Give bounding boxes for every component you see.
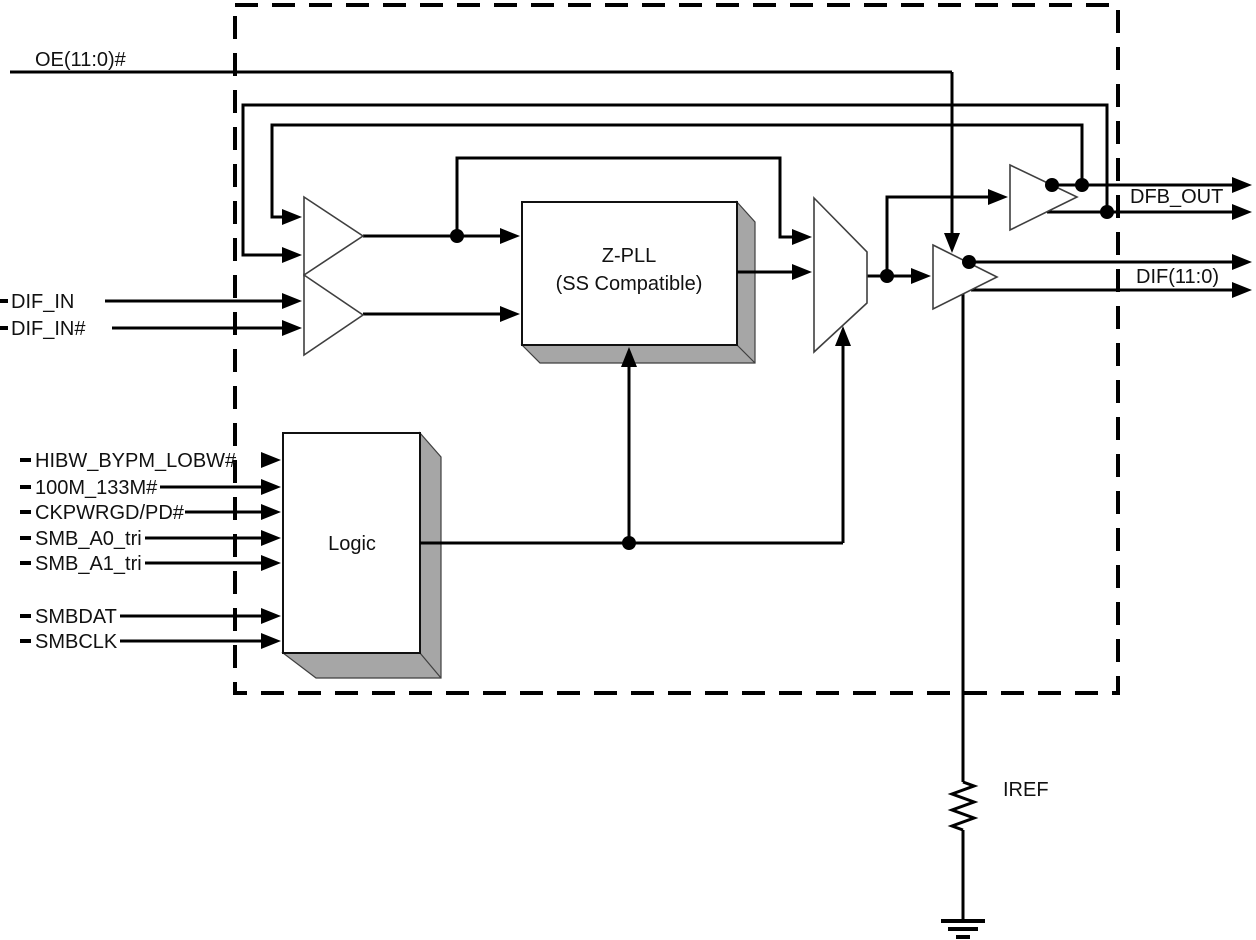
arrow-dif-out-n	[1232, 282, 1252, 298]
arrow-hibw	[261, 452, 281, 468]
output-mux	[813, 196, 868, 354]
arrow-logic-to-mux	[835, 326, 851, 346]
junction-dots	[450, 178, 1114, 550]
resistor-zigzag-icon	[947, 780, 979, 832]
zpll-shadow-seam	[736, 344, 756, 364]
zpll-box	[521, 201, 738, 346]
label-dif-in: DIF_IN	[11, 291, 74, 313]
arrow-dif-in	[282, 293, 302, 309]
dot-fb-outer-tap	[1100, 205, 1114, 219]
arrow-100m	[261, 479, 281, 495]
label-smb-a1: SMB_A1_tri	[35, 553, 142, 575]
arrow-fb-inner	[282, 209, 302, 225]
input-buffer-feedback	[303, 195, 365, 277]
arrow-mux-in2	[792, 264, 812, 280]
pin-ticks	[0, 299, 31, 643]
label-dif-out: DIF(11:0)	[1136, 266, 1219, 288]
arrow-dif-out-p	[1232, 254, 1252, 270]
label-dfb-out: DFB_OUT	[1130, 186, 1223, 208]
dif-output-buffer	[932, 243, 999, 311]
wire-oe	[10, 70, 954, 233]
chip-boundary-dashed-box	[233, 3, 1120, 695]
logic-block: Logic	[281, 431, 442, 679]
logic-shadow-seam	[419, 652, 442, 679]
dot-mux-out	[880, 269, 894, 283]
label-100m: 100M_133M#	[35, 477, 158, 499]
arrow-fb-outer	[282, 247, 302, 263]
wire-pll-bypass	[455, 156, 794, 239]
label-smb-a0: SMB_A0_tri	[35, 528, 142, 550]
arrow-mux-in1	[792, 229, 812, 245]
labels: OE(11:0)# DIF_IN DIF_IN# HIBW_BYPM_LOBW#…	[11, 49, 1223, 801]
arrow-oe-down	[944, 233, 960, 253]
input-buffer-dif-in	[303, 273, 365, 357]
zpll-block: Z-PLL (SS Compatible)	[520, 200, 756, 364]
label-ckpwrgd: CKPWRGD/PD#	[35, 502, 185, 524]
label-dif-in-b: DIF_IN#	[11, 318, 86, 340]
label-hibw: HIBW_BYPM_LOBW#	[35, 450, 237, 472]
arrow-smb-a0	[261, 530, 281, 546]
label-smbdat: SMBDAT	[35, 606, 117, 628]
label-oe: OE(11:0)#	[35, 49, 127, 71]
logic-label: Logic	[328, 533, 376, 555]
dot-fb-inner-tap	[1075, 178, 1089, 192]
arrow-ckpwrgd	[261, 504, 281, 520]
wire-feedback-outer	[241, 103, 1109, 257]
label-smbclk: SMBCLK	[35, 631, 118, 653]
dfb-output-buffer	[1009, 163, 1079, 232]
arrow-smb-a1	[261, 555, 281, 571]
zpll-label-line1: Z-PLL	[602, 245, 656, 267]
arrow-dfb-out-n	[1232, 204, 1252, 220]
dot-dfb-buf-out	[1045, 178, 1059, 192]
dot-logic-branch	[622, 536, 636, 550]
arrow-dfb-out-p	[1232, 177, 1252, 193]
logic-box	[282, 432, 421, 654]
zpll-label-line2: (SS Compatible)	[556, 273, 703, 295]
wire-feedback-inner	[270, 123, 1084, 219]
arrow-logic-to-zpll	[621, 347, 637, 367]
arrow-zpll-in-upper	[500, 228, 520, 244]
arrow-dif-buf-in	[911, 268, 931, 284]
wire-logic-out	[420, 346, 845, 545]
arrow-dfb-buf-in	[988, 189, 1008, 205]
arrow-dif-in-b	[282, 320, 302, 336]
dot-dif-buf-out	[962, 255, 976, 269]
iref-resistor	[941, 780, 985, 939]
label-iref: IREF	[1003, 779, 1049, 801]
arrow-smbclk	[261, 633, 281, 649]
symbols	[303, 163, 1079, 357]
arrow-zpll-in-lower	[500, 306, 520, 322]
dot-bypass-tap	[450, 229, 464, 243]
arrowheads	[261, 177, 1252, 649]
arrow-smbdat	[261, 608, 281, 624]
